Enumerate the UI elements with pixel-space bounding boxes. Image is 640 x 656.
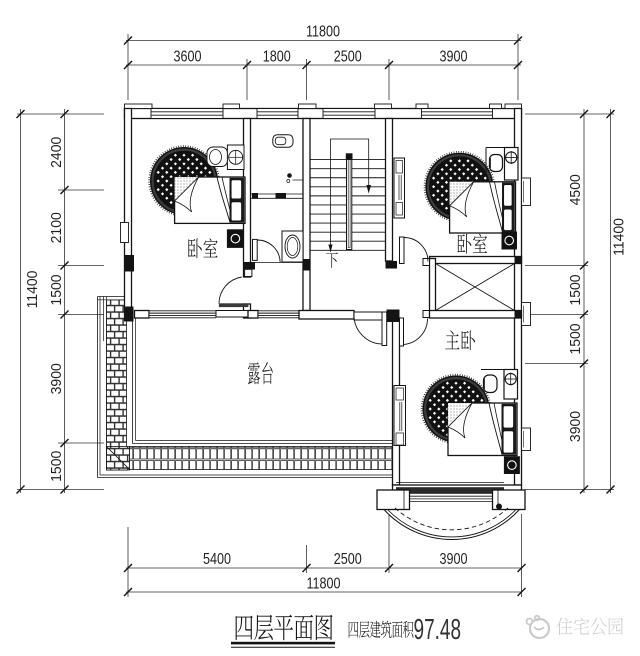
svg-text:3900: 3900	[49, 363, 66, 394]
svg-text:11800: 11800	[306, 575, 340, 593]
svg-text:2500: 2500	[334, 551, 362, 569]
svg-text:1800: 1800	[263, 48, 291, 66]
svg-text:2500: 2500	[334, 48, 362, 66]
svg-text:11400: 11400	[25, 271, 42, 309]
svg-text:2100: 2100	[49, 212, 66, 243]
svg-text:1500: 1500	[568, 323, 585, 354]
svg-text:97.48: 97.48	[414, 614, 462, 646]
svg-text:3900: 3900	[439, 551, 467, 569]
svg-text:3900: 3900	[568, 411, 585, 442]
svg-text:1500: 1500	[568, 274, 585, 305]
svg-text:1500: 1500	[49, 451, 66, 482]
svg-text:4500: 4500	[568, 174, 585, 205]
svg-text:3600: 3600	[173, 48, 201, 66]
svg-text:11800: 11800	[306, 23, 340, 41]
svg-text:5400: 5400	[203, 551, 231, 569]
svg-text:3900: 3900	[439, 48, 467, 66]
svg-text:2400: 2400	[49, 137, 66, 168]
svg-text:11400: 11400	[611, 218, 628, 256]
svg-text:1500: 1500	[49, 274, 66, 305]
